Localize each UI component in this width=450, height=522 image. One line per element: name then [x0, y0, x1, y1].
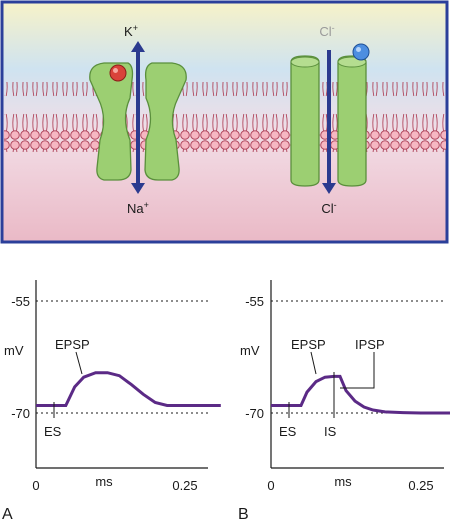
x-tick-label-0: 0 — [32, 478, 39, 493]
annotation-ipsp: IPSP — [355, 337, 385, 352]
ion-label-k: K+ — [124, 23, 138, 39]
annotation-epsp: EPSP — [55, 337, 90, 352]
epsp-pointer — [310, 351, 317, 375]
lipid-bilayer-inner — [4, 90, 446, 160]
y-tick-label-minus70: -70 — [11, 406, 30, 421]
chart-b: -55 -70 mV ms 0 0.25 EPSP ES IS IPSP B — [238, 280, 450, 522]
x-tick-label-0: 0 — [267, 478, 274, 493]
annotation-epsp: EPSP — [291, 337, 326, 352]
membrane-diagram: K+ Na+ Cl- Cl- — [0, 0, 449, 244]
ipsp-pointer — [340, 352, 375, 389]
chart-a: -55 -70 mV ms 0 0.25 EPSP ES A — [2, 280, 221, 522]
panel-label-b: B — [238, 506, 249, 522]
ion-label-cl-in: Cl- — [321, 200, 336, 216]
ion-label-cl-out: Cl- — [319, 23, 334, 39]
cation-channel — [89, 41, 187, 194]
y-axis-label: mV — [240, 343, 260, 358]
ligand-red-icon — [109, 64, 127, 82]
series-line — [271, 374, 450, 415]
x-tick-label-025: 0.25 — [172, 478, 197, 493]
y-tick-label-minus55: -55 — [11, 294, 30, 309]
anion-channel — [290, 43, 370, 194]
x-tick-label-025: 0.25 — [408, 478, 433, 493]
epsp-pointer — [75, 351, 83, 375]
annotation-es: ES — [44, 424, 62, 439]
y-tick-label-minus70: -70 — [245, 406, 264, 421]
annotation-es: ES — [279, 424, 297, 439]
annotation-is: IS — [324, 424, 337, 439]
ligand-blue-icon — [352, 43, 370, 61]
x-axis-label: ms — [334, 474, 352, 489]
series-line — [36, 371, 221, 407]
x-axis-label: ms — [95, 474, 113, 489]
panel-label-a: A — [2, 506, 13, 522]
ion-label-na: Na+ — [127, 200, 149, 216]
y-axis-label: mV — [4, 343, 24, 358]
y-tick-label-minus55: -55 — [245, 294, 264, 309]
